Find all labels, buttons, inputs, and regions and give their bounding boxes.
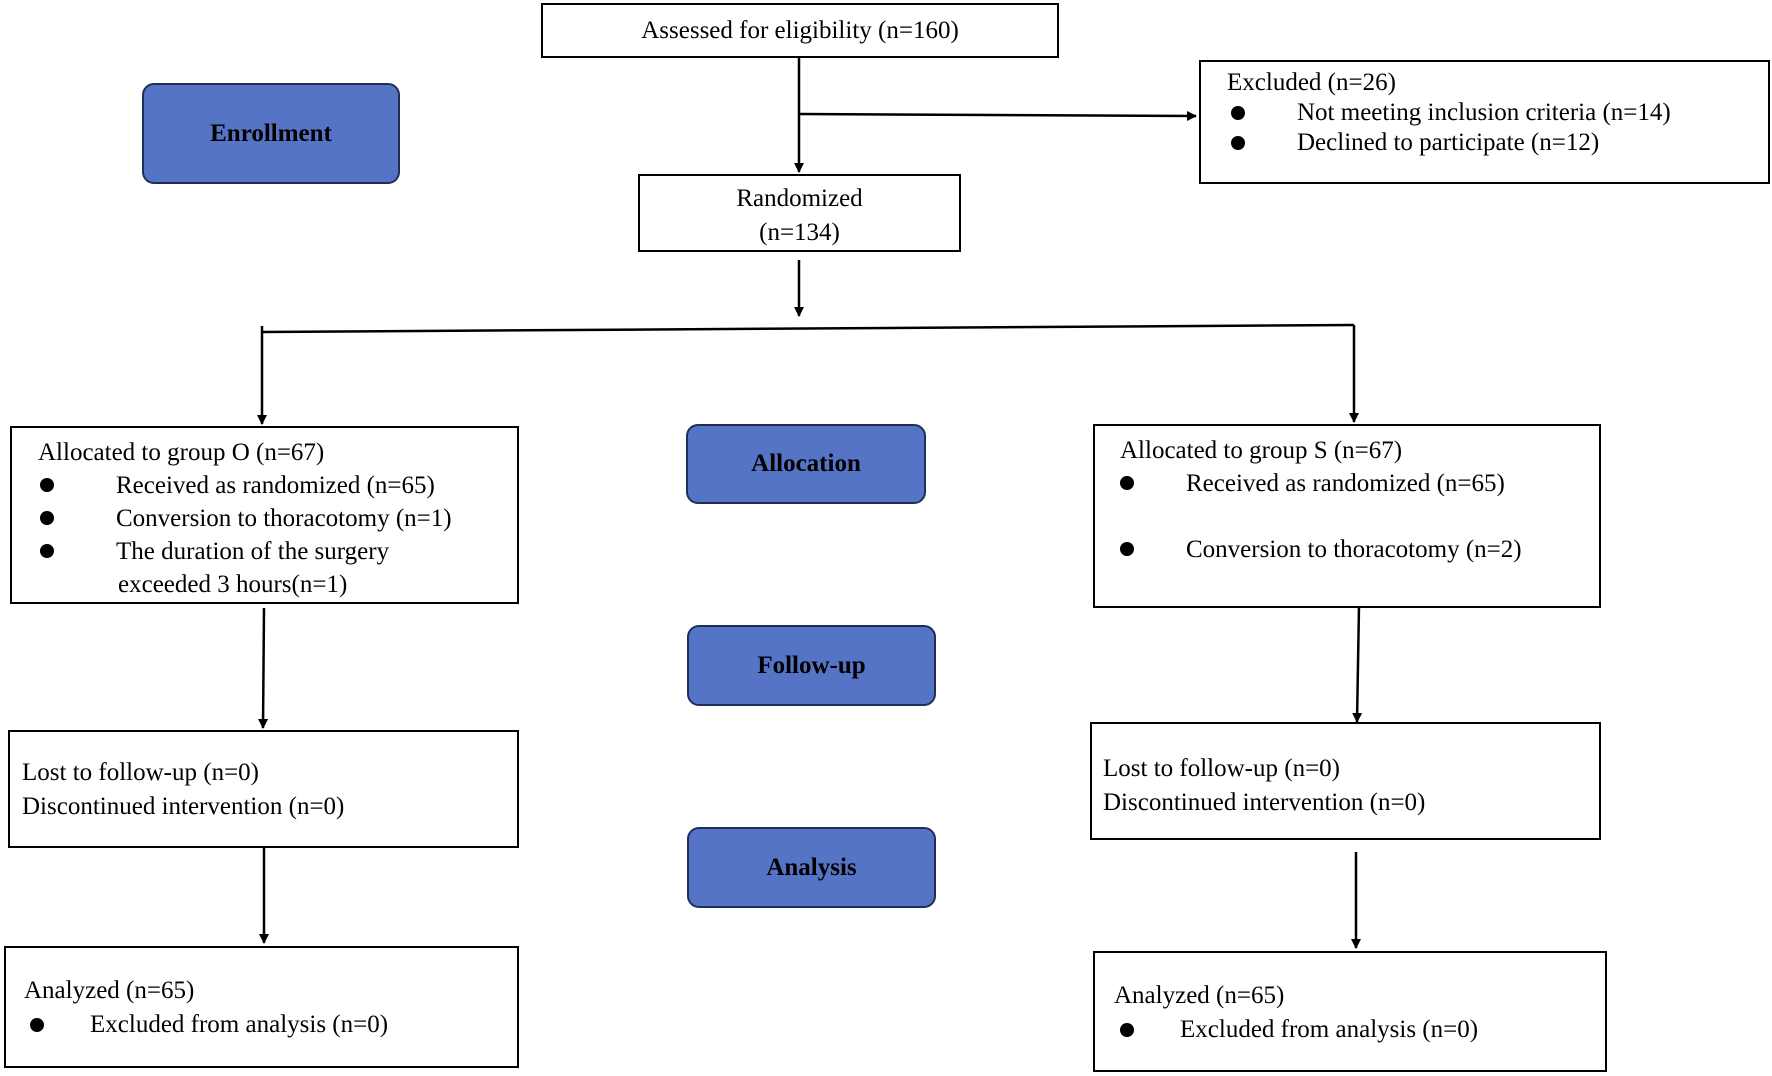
- list-item: Conversion to thoracotomy (n=2): [1120, 533, 1599, 566]
- group-s-allocated-item-2: Conversion to thoracotomy (n=2): [1186, 536, 1522, 563]
- arrow-to-excluded: [798, 110, 1197, 121]
- list-item: Excluded from analysis (n=0): [24, 1008, 517, 1042]
- list-item: The duration of the surgery: [38, 535, 517, 568]
- arrow-s-allocated-to-follow-up: [1352, 605, 1363, 723]
- stage-analysis-label: Analysis: [766, 853, 857, 881]
- group-o-follow-up-box: Lost to follow-up (n=0) Discontinued int…: [8, 730, 519, 848]
- group-o-allocated-box: Allocated to group O (n=67) Received as …: [10, 426, 519, 604]
- excluded-box: Excluded (n=26) Not meeting inclusion cr…: [1199, 60, 1770, 184]
- stage-enrollment: Enrollment: [142, 83, 400, 184]
- bullet-icon: [30, 1018, 44, 1032]
- list-item: Not meeting inclusion criteria (n=14): [1227, 98, 1768, 128]
- stage-enrollment-label: Enrollment: [210, 119, 332, 147]
- bullet-icon: [40, 544, 54, 558]
- group-o-excluded-from-analysis: Excluded from analysis (n=0): [90, 1011, 389, 1038]
- group-s-allocated-title: Allocated to group S (n=67): [1120, 437, 1403, 464]
- bullet-icon: [1120, 476, 1134, 490]
- group-s-analysis-box: Analyzed (n=65) Excluded from analysis (…: [1093, 951, 1607, 1072]
- excluded-title: Excluded (n=26): [1227, 69, 1396, 96]
- list-item: Received as randomized (n=65): [1120, 467, 1599, 500]
- group-o-allocated-item-3: The duration of the surgery: [116, 538, 390, 565]
- group-s-analyzed: Analyzed (n=65): [1114, 982, 1285, 1009]
- randomized-box: Randomized (n=134): [638, 174, 961, 252]
- split-line: [261, 323, 1355, 334]
- list-item: Excluded from analysis (n=0): [1114, 1013, 1605, 1047]
- list-item: Conversion to thoracotomy (n=1): [38, 502, 517, 535]
- group-o-lost-to-follow-up: Lost to follow-up (n=0): [22, 759, 259, 786]
- bullet-icon: [40, 478, 54, 492]
- list-item: Received as randomized (n=65): [38, 469, 517, 502]
- group-o-analysis-box: Analyzed (n=65) Excluded from analysis (…: [4, 946, 519, 1068]
- group-s-discontinued: Discontinued intervention (n=0): [1103, 789, 1426, 816]
- arrow-o-allocated-to-follow-up: [258, 607, 269, 729]
- bullet-icon: [1231, 106, 1245, 120]
- group-o-analyzed: Analyzed (n=65): [24, 977, 195, 1004]
- assessed-box: Assessed for eligibility (n=160): [541, 3, 1059, 58]
- stage-allocation: Allocation: [686, 424, 926, 504]
- group-o-allocated-item-2: Conversion to thoracotomy (n=1): [116, 505, 452, 532]
- bullet-icon: [1231, 136, 1245, 150]
- excluded-item-1: Not meeting inclusion criteria (n=14): [1297, 99, 1671, 126]
- stage-follow-up: Follow-up: [687, 625, 936, 706]
- list-item: Declined to participate (n=12): [1227, 128, 1768, 158]
- group-s-allocated-box: Allocated to group S (n=67) Received as …: [1093, 424, 1601, 608]
- group-s-lost-to-follow-up: Lost to follow-up (n=0): [1103, 755, 1340, 782]
- group-s-allocated-item-1: Received as randomized (n=65): [1186, 470, 1505, 497]
- group-o-allocated-title: Allocated to group O (n=67): [38, 439, 325, 466]
- bullet-icon: [1120, 1023, 1134, 1037]
- randomized-line-1: Randomized: [736, 185, 863, 212]
- excluded-item-2: Declined to participate (n=12): [1297, 129, 1600, 156]
- group-o-discontinued: Discontinued intervention (n=0): [22, 793, 345, 820]
- assessed-text: Assessed for eligibility (n=160): [641, 17, 959, 44]
- group-s-follow-up-box: Lost to follow-up (n=0) Discontinued int…: [1090, 722, 1601, 840]
- stage-follow-up-label: Follow-up: [757, 651, 866, 679]
- stage-analysis: Analysis: [687, 827, 936, 908]
- group-o-allocated-item-3-continued: exceeded 3 hours(n=1): [118, 571, 348, 598]
- bullet-icon: [1120, 542, 1134, 556]
- group-o-allocated-item-1: Received as randomized (n=65): [116, 472, 435, 499]
- group-s-excluded-from-analysis: Excluded from analysis (n=0): [1180, 1016, 1479, 1043]
- randomized-line-2: (n=134): [759, 219, 840, 246]
- bullet-icon: [40, 511, 54, 525]
- stage-allocation-label: Allocation: [751, 450, 861, 477]
